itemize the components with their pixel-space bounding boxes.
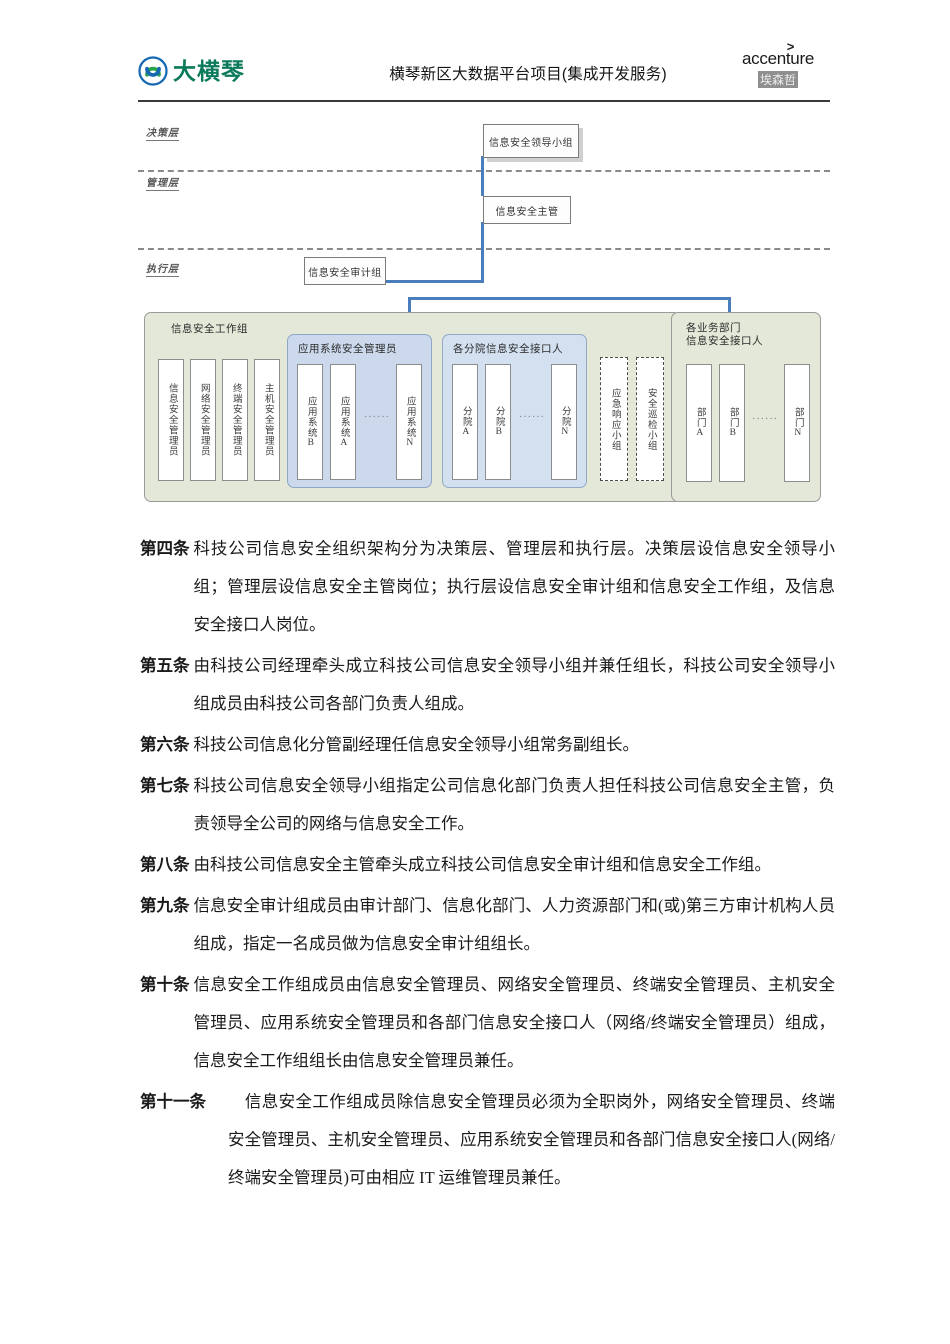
article-7-number: 第七条 bbox=[140, 776, 190, 795]
daheqin-logo-text: 大横琴 bbox=[173, 57, 245, 84]
accenture-logo-text: > accenture bbox=[742, 40, 814, 68]
node-audit-group-label: 信息安全审计组 bbox=[308, 267, 382, 279]
vbox-branch-a-label: 分院A bbox=[460, 406, 471, 438]
daheqin-mark-icon bbox=[138, 56, 168, 86]
vbox-app-system-a-label: 应用系统A bbox=[338, 395, 349, 449]
article-5: 第五条 由科技公司经理牵头成立科技公司信息安全领导小组并兼任组长，科技公司安全领… bbox=[140, 647, 835, 723]
vbox-branch-n-label: 分院N bbox=[559, 406, 570, 438]
group-branch-contacts-title: 各分院信息安全接口人 bbox=[453, 344, 563, 355]
connector-exec-bus bbox=[408, 297, 731, 300]
connector-branch-departments bbox=[728, 297, 731, 319]
page-header: 大横琴 横琴新区大数据平台项目(集成开发服务) > accenture 埃森哲 bbox=[138, 40, 830, 100]
document-body: 第四条 科技公司信息安全组织架构分为决策层、管理层和执行层。决策层设信息安全领导… bbox=[140, 530, 835, 1200]
vbox-app-system-a: 应用系统A bbox=[330, 364, 356, 480]
app-system-ellipsis: ······ bbox=[364, 412, 390, 423]
vbox-branch-n: 分院N bbox=[551, 364, 577, 480]
article-4: 第四条 科技公司信息安全组织架构分为决策层、管理层和执行层。决策层设信息安全领导… bbox=[140, 530, 835, 644]
vbox-app-system-b-label: 应用系统B bbox=[305, 395, 316, 449]
vbox-branch-b-label: 分院B bbox=[493, 406, 504, 438]
layer-label-decision: 决策层 bbox=[146, 124, 179, 141]
connector-leading-to-officer bbox=[481, 156, 484, 196]
vbox-emergency-response-team: 应急响应小组 bbox=[600, 357, 628, 481]
article-5-text: 由科技公司经理牵头成立科技公司信息安全领导小组并兼任组长，科技公司安全领导小组成… bbox=[193, 656, 836, 713]
group-app-system-admin-title: 应用系统安全管理员 bbox=[298, 344, 397, 355]
vbox-department-a-label: 部门A bbox=[694, 407, 705, 439]
article-10: 第十条 信息安全工作组成员由信息安全管理员、网络安全管理员、终端安全管理员、主机… bbox=[140, 966, 835, 1080]
article-9-number: 第九条 bbox=[140, 896, 190, 915]
vbox-department-a: 部门A bbox=[686, 364, 712, 482]
article-8: 第八条 由科技公司信息安全主管牵头成立科技公司信息安全审计组和信息安全工作组。 bbox=[140, 846, 835, 884]
vbox-department-n: 部门N bbox=[784, 364, 810, 482]
node-leading-group-label: 信息安全领导小组 bbox=[489, 137, 573, 149]
accenture-logo: > accenture 埃森哲 bbox=[726, 40, 830, 89]
vbox-info-security-admin-label: 信息安全管理员 bbox=[166, 383, 177, 457]
article-11-number: 第十一条 bbox=[140, 1092, 206, 1111]
article-6: 第六条 科技公司信息化分管副经理任信息安全领导小组常务副组长。 bbox=[140, 726, 835, 764]
article-11-text: 信息安全工作组成员除信息安全管理员必须为全职岗外，网络安全管理员、终端安全管理员… bbox=[228, 1092, 835, 1187]
group-business-departments-title-line1: 各业务部门 bbox=[686, 323, 741, 334]
article-8-text: 由科技公司信息安全主管牵头成立科技公司信息安全审计组和信息安全工作组。 bbox=[193, 855, 772, 874]
group-business-departments-title-line2: 信息安全接口人 bbox=[686, 336, 763, 348]
vbox-security-inspection-team: 安全巡检小组 bbox=[636, 357, 664, 481]
article-7-text: 科技公司信息安全领导小组指定公司信息化部门负责人担任科技公司信息安全主管，负责领… bbox=[193, 776, 836, 833]
node-leading-group: 信息安全领导小组 bbox=[483, 124, 579, 158]
article-6-text: 科技公司信息化分管副经理任信息安全领导小组常务副组长。 bbox=[193, 735, 640, 754]
connector-officer-to-exec bbox=[481, 222, 484, 282]
group-security-workgroup-title: 信息安全工作组 bbox=[171, 324, 248, 335]
article-9-text: 信息安全审计组成员由审计部门、信息化部门、人力资源部门和(或)第三方审计机构人员… bbox=[193, 896, 836, 953]
group-business-departments-title: 各业务部门 信息安全接口人 bbox=[686, 322, 763, 348]
vbox-host-security-admin-label: 主机安全管理员 bbox=[262, 383, 273, 457]
vbox-terminal-security-admin-label: 终端安全管理员 bbox=[230, 383, 241, 457]
article-8-number: 第八条 bbox=[140, 855, 190, 874]
org-chart-diagram: 决策层 管理层 执行层 信息安全领导小组 信息安全主管 信息安全审计组 信息安全… bbox=[138, 112, 830, 512]
department-ellipsis: ······ bbox=[752, 414, 778, 425]
vbox-app-system-n: 应用系统N bbox=[396, 364, 422, 480]
vbox-network-security-admin-label: 网络安全管理员 bbox=[198, 383, 209, 457]
layer-divider-2 bbox=[138, 248, 830, 250]
header-divider bbox=[138, 100, 830, 102]
node-security-officer: 信息安全主管 bbox=[483, 196, 571, 224]
article-11: 第十一条 信息安全工作组成员除信息安全管理员必须为全职岗外，网络安全管理员、终端… bbox=[140, 1083, 835, 1197]
vbox-network-security-admin: 网络安全管理员 bbox=[190, 359, 216, 481]
vbox-department-b-label: 部门B bbox=[727, 407, 738, 439]
node-security-officer-label: 信息安全主管 bbox=[495, 206, 559, 218]
vbox-emergency-response-team-label: 应急响应小组 bbox=[609, 387, 620, 451]
vbox-host-security-admin: 主机安全管理员 bbox=[254, 359, 280, 481]
article-9: 第九条 信息安全审计组成员由审计部门、信息化部门、人力资源部门和(或)第三方审计… bbox=[140, 887, 835, 963]
daheqin-logo: 大横琴 bbox=[138, 56, 245, 86]
vbox-security-inspection-team-label: 安全巡检小组 bbox=[645, 387, 656, 451]
vbox-branch-b: 分院B bbox=[485, 364, 511, 480]
connector-branch-workgroup bbox=[408, 297, 411, 319]
vbox-terminal-security-admin: 终端安全管理员 bbox=[222, 359, 248, 481]
vbox-app-system-b: 应用系统B bbox=[297, 364, 323, 480]
article-4-number: 第四条 bbox=[140, 539, 190, 558]
connector-to-audit-group bbox=[382, 280, 484, 283]
accenture-arrow-icon: > bbox=[786, 39, 795, 54]
article-10-number: 第十条 bbox=[140, 975, 190, 994]
article-4-text: 科技公司信息安全组织架构分为决策层、管理层和执行层。决策层设信息安全领导小组；管… bbox=[193, 539, 836, 634]
vbox-department-n-label: 部门N bbox=[792, 407, 803, 439]
vbox-department-b: 部门B bbox=[719, 364, 745, 482]
article-5-number: 第五条 bbox=[140, 656, 190, 675]
article-10-text: 信息安全工作组成员由信息安全管理员、网络安全管理员、终端安全管理员、主机安全管理… bbox=[193, 975, 836, 1070]
accenture-wordmark: accenture bbox=[742, 49, 814, 68]
article-6-number: 第六条 bbox=[140, 735, 190, 754]
layer-label-execution: 执行层 bbox=[146, 260, 179, 277]
node-audit-group: 信息安全审计组 bbox=[304, 257, 386, 285]
layer-label-management: 管理层 bbox=[146, 174, 179, 191]
layer-divider-1 bbox=[138, 170, 830, 172]
vbox-info-security-admin: 信息安全管理员 bbox=[158, 359, 184, 481]
branch-ellipsis: ······ bbox=[519, 412, 545, 423]
article-7: 第七条 科技公司信息安全领导小组指定公司信息化部门负责人担任科技公司信息安全主管… bbox=[140, 767, 835, 843]
vbox-app-system-n-label: 应用系统N bbox=[404, 395, 415, 449]
vbox-branch-a: 分院A bbox=[452, 364, 478, 480]
accenture-cn-text: 埃森哲 bbox=[757, 71, 798, 88]
page-title: 横琴新区大数据平台项目(集成开发服务) bbox=[389, 66, 667, 83]
